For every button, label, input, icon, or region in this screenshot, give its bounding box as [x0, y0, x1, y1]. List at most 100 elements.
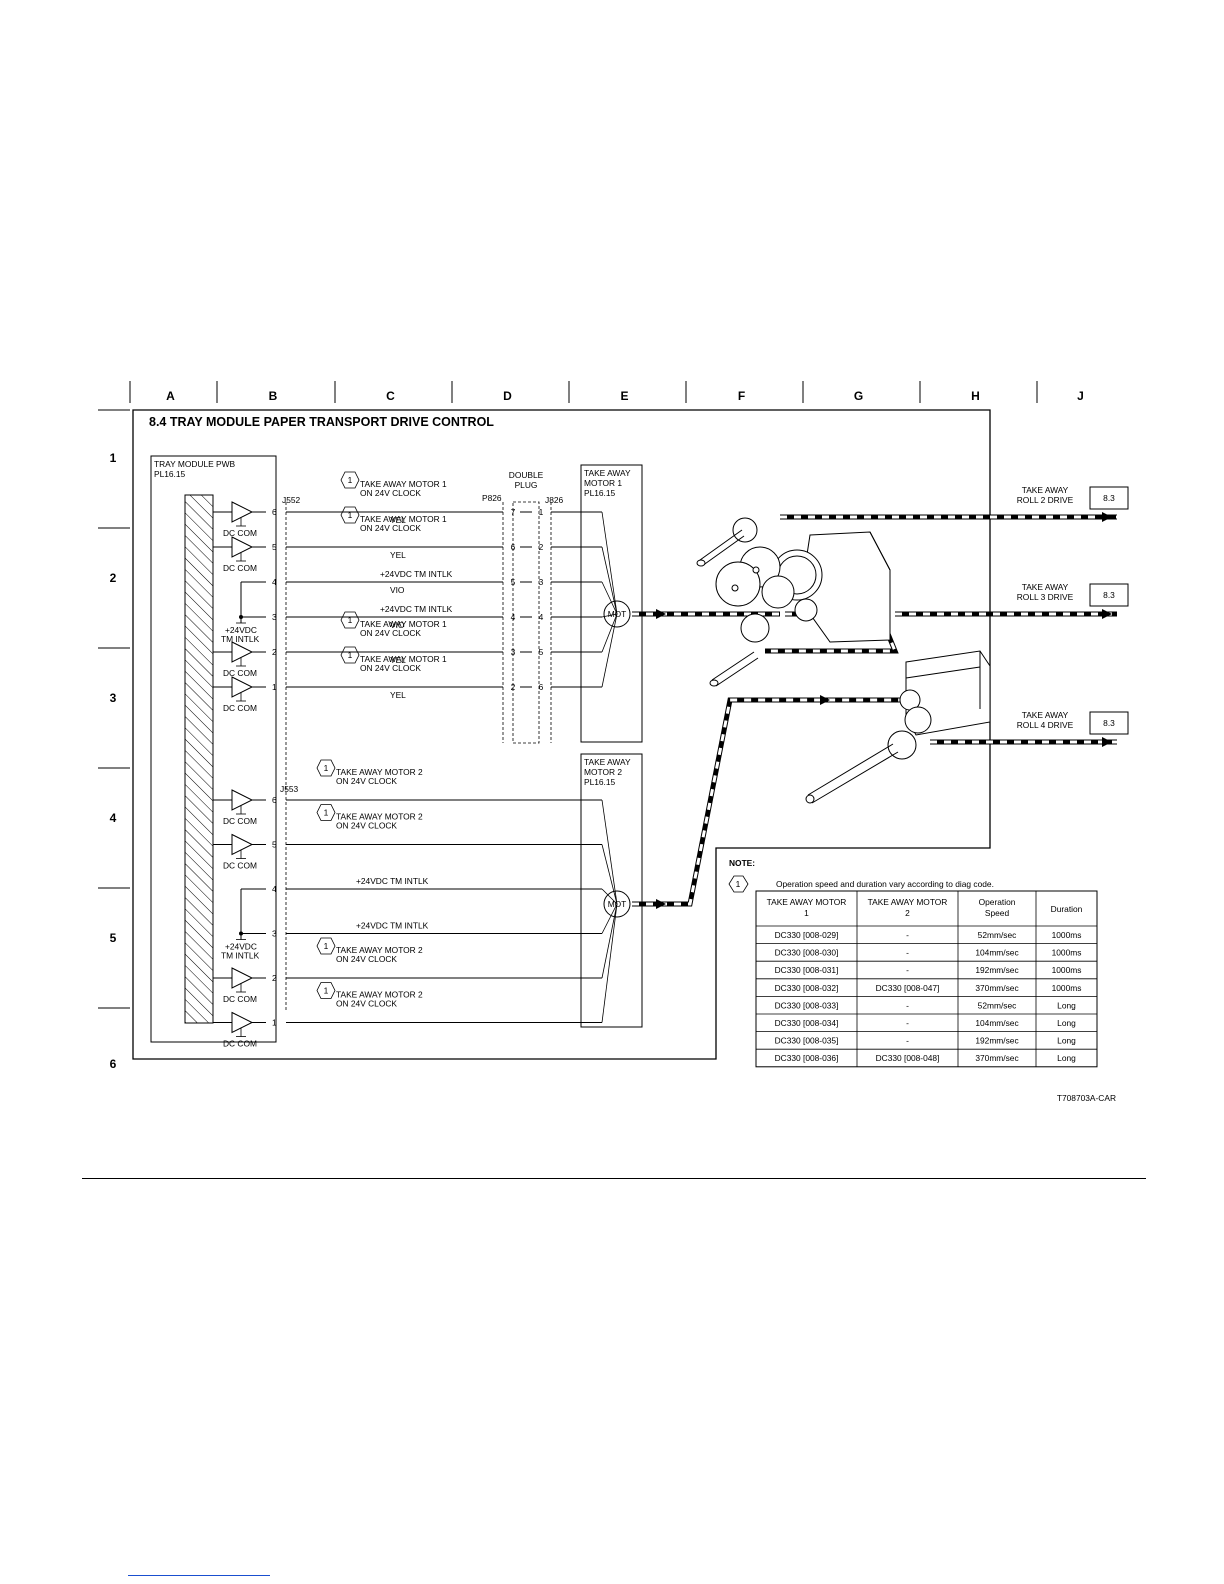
note-hexagon-number: 1	[324, 986, 329, 996]
intlk-label-1: +24VDC	[225, 942, 257, 952]
motor-fan-in	[601, 888, 618, 905]
output-label-1: TAKE AWAY	[1022, 582, 1069, 592]
table-cell: 1000ms	[1052, 948, 1082, 958]
signal-label-2: ON 24V CLOCK	[360, 663, 421, 673]
table-cell: Long	[1057, 1000, 1076, 1010]
signal-label-2: ON 24V CLOCK	[360, 628, 421, 638]
p826-pin: 6	[511, 542, 516, 552]
buffer-symbol	[231, 536, 254, 558]
p826-pin: 2	[511, 682, 516, 692]
note-hexagon-number: 1	[324, 941, 329, 951]
note-hexagon-number: 1	[324, 808, 329, 818]
motor-fan-in	[601, 511, 618, 615]
table-cell: 104mm/sec	[975, 1018, 1018, 1028]
j826-pin: 4	[539, 612, 544, 622]
table-cell: DC330 [008-031]	[775, 965, 839, 975]
note-hexagon-number: 1	[348, 650, 353, 660]
column-label: J	[1077, 389, 1084, 403]
dc-com-label: DC COM	[223, 816, 257, 826]
output-label-2: ROLL 4 DRIVE	[1017, 720, 1074, 730]
p826-pin: 4	[511, 612, 516, 622]
dc-com-label: DC COM	[223, 563, 257, 573]
pwb-box	[150, 455, 277, 1043]
signal-label: TAKE AWAY MOTOR 1	[360, 654, 447, 664]
pin-number: 4	[272, 884, 277, 894]
table-cell: Long	[1057, 1018, 1076, 1028]
page-rule	[82, 1178, 1146, 1179]
table-header: TAKE AWAY MOTOR	[868, 897, 948, 907]
note-hexagon-number: 1	[348, 510, 353, 520]
table-cell: DC330 [008-033]	[775, 1000, 839, 1010]
table-cell: DC330 [008-032]	[775, 983, 839, 993]
table-header: TAKE AWAY MOTOR	[767, 897, 847, 907]
motor-fan-in	[601, 613, 618, 653]
column-label: E	[620, 389, 628, 403]
note-hexagon-number: 1	[324, 763, 329, 773]
table-cell: DC330 [008-047]	[876, 983, 940, 993]
row-label: 2	[110, 571, 117, 585]
table-header: Operation	[979, 897, 1016, 907]
table-cell: DC330 [008-048]	[876, 1053, 940, 1063]
j826-pin: 5	[539, 647, 544, 657]
signal-label-2: ON 24V CLOCK	[360, 488, 421, 498]
note-hexagon	[340, 506, 360, 524]
pin-number: 1	[272, 1018, 277, 1028]
double-plug-label-1: DOUBLE	[509, 470, 544, 480]
drive-arrows	[656, 512, 1112, 909]
signal-label: +24VDC TM INTLK	[380, 604, 453, 614]
p826-pin: 3	[511, 647, 516, 657]
table-header: 2	[905, 908, 910, 918]
motor-fan-in	[601, 903, 618, 1023]
wire-color: YEL	[390, 655, 406, 665]
buffer-symbol	[231, 833, 254, 856]
table-cell: 192mm/sec	[975, 965, 1018, 975]
table-cell: 1000ms	[1052, 930, 1082, 940]
table-cell: DC330 [008-034]	[775, 1018, 839, 1028]
pin-number: 6	[272, 795, 277, 805]
motor-fan-in	[601, 903, 618, 979]
table-cell: -	[906, 1018, 909, 1028]
note-hexagon	[316, 937, 336, 955]
buffer-symbol	[231, 501, 254, 523]
note-hexagon	[340, 611, 360, 629]
wire-color: VIO	[390, 620, 405, 630]
j553-label: J553	[280, 784, 299, 794]
intlk-label-2: TM INTLK	[221, 634, 260, 644]
j826-pin: 3	[539, 577, 544, 587]
table-cell: -	[906, 930, 909, 940]
column-label: F	[738, 389, 745, 403]
reference-label: 8.3	[1103, 718, 1115, 728]
footer-link-underline[interactable]	[128, 1575, 270, 1576]
reference-box	[1089, 711, 1129, 735]
motor-1-label-2: MOTOR 1	[584, 478, 622, 488]
table-cell: Long	[1057, 1053, 1076, 1063]
dc-com-label: DC COM	[223, 861, 257, 871]
table-cell: DC330 [008-030]	[775, 948, 839, 958]
gear-assembly-sketch	[696, 517, 891, 687]
signal-label-2: ON 24V CLOCK	[336, 821, 397, 831]
table-header: Duration	[1051, 904, 1083, 914]
pwb-hatched-bus	[184, 494, 214, 1024]
pin-number: 3	[272, 929, 277, 939]
note-hexagon	[316, 804, 336, 821]
row-label: 1	[110, 451, 117, 465]
j826-pin: 6	[539, 682, 544, 692]
motor-fan-in	[601, 613, 618, 688]
reference-label: 8.3	[1103, 590, 1115, 600]
diagram-border	[132, 409, 991, 1060]
wire-color: VIO	[390, 585, 405, 595]
buffer-symbol	[231, 967, 254, 989]
note-hexagon	[316, 982, 336, 999]
motor-2-label-3: PL16.15	[584, 777, 616, 787]
pin-number: 2	[272, 973, 277, 983]
signal-label-2: ON 24V CLOCK	[336, 776, 397, 786]
pwb-name: TRAY MODULE PWB	[154, 459, 236, 469]
pin-number: 4	[272, 577, 277, 587]
double-plug-label-2: PLUG	[515, 480, 538, 490]
table-cell: 370mm/sec	[975, 983, 1018, 993]
table-cell: 192mm/sec	[975, 1036, 1018, 1046]
note-title: NOTE:	[729, 858, 755, 868]
buffer-symbol	[231, 676, 254, 698]
